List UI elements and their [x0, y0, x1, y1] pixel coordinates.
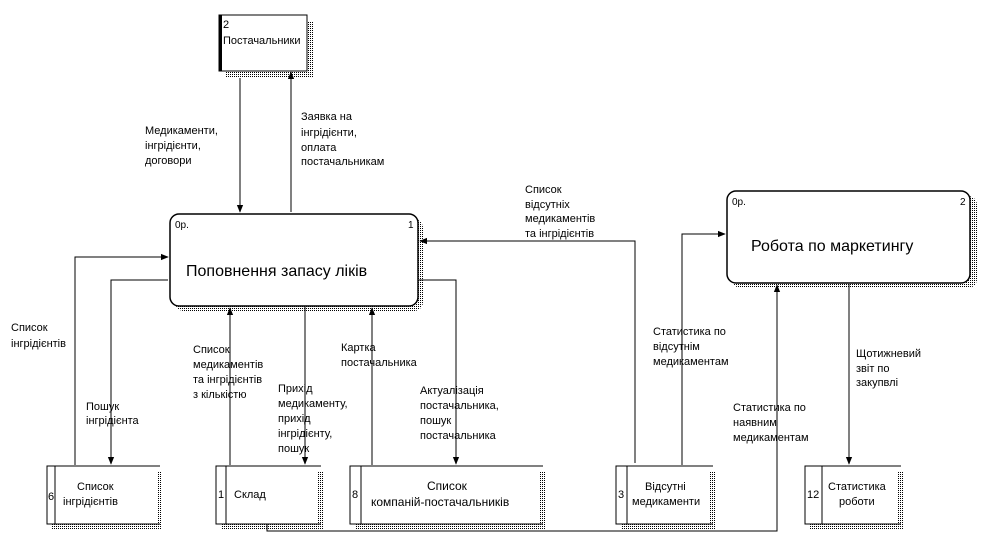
flow-arrow-supplier-update: [419, 279, 460, 465]
flow-arrow-ingredient-search: [107, 279, 168, 465]
data-store-name-line1: Список: [427, 479, 468, 493]
data-store-name-line1: Список: [77, 481, 114, 493]
process-title: Поповнення запасу ліків: [186, 263, 367, 280]
flow-arrow-available-stats: [266, 284, 781, 532]
external-entity-name: Постачальники: [223, 35, 301, 47]
data-store-name-line1: Статистика: [828, 481, 887, 493]
flow-label-supplier-out: Заявка на інгрідієнти, оплата постачальн…: [301, 111, 384, 168]
flow-label-supplier-update: Актуалізація постачальника, пошук постач…: [420, 385, 502, 442]
external-entity-id: 2: [223, 19, 229, 31]
external-entity-suppliers: 2 Постачальники: [218, 14, 313, 77]
flow-arrow-ingredients-list: [74, 253, 169, 465]
data-store-number: 12: [807, 489, 819, 501]
flow-arrow-missing-stats: [681, 230, 726, 465]
flow-label-missing-stats: Статистика по відсутнім медикаментам: [653, 326, 729, 368]
data-store-suppliers-list: 8 Список компаній-постачальників: [349, 465, 545, 529]
data-store-ingredients-list: 6 Список інгрідієнтів: [46, 465, 162, 529]
flow-label-ingredients-list: Список інгрідієнтів: [11, 322, 66, 350]
data-store-number: 8: [352, 489, 358, 501]
process-number: 2: [960, 197, 966, 208]
flow-label-available-stats: Статистика по наявним медикаментам: [733, 402, 809, 444]
data-store-name-line2: роботи: [839, 496, 875, 508]
data-store-name-line1: Відсутні: [645, 481, 686, 493]
flow-arrow-missing-list: [419, 237, 636, 463]
process-title: Робота по маркетингу: [751, 238, 913, 255]
data-store-number: 6: [48, 491, 54, 503]
process-marketing: 0р. 2 Робота по маркетингу: [726, 190, 977, 288]
flow-lines: [74, 71, 853, 532]
flow-label-missing-list: Список відсутніх медикаментів та інгріді…: [525, 184, 598, 240]
data-store-name-line1: Склад: [234, 489, 266, 501]
process-prefix: 0р.: [175, 220, 189, 231]
data-store-missing-drugs: 3 Відсутні медикаменти: [615, 465, 715, 529]
data-store-warehouse: 1 Склад: [215, 465, 323, 529]
process-prefix: 0р.: [732, 197, 746, 208]
process-replenish-stock: 0р. 1 Поповнення запасу ліків: [169, 213, 423, 311]
data-store-name-line2: інгрідієнтів: [63, 496, 118, 508]
flow-label-supplier-card: Картка постачальника: [341, 342, 418, 369]
flow-label-arrival: Прихід медикаменту, приxід інгрідієнту, …: [278, 383, 351, 455]
flow-label-supplier-in: Медикаменти, інгрідієнти, договори: [145, 125, 221, 167]
flow-label-weekly-report: Щотижневий звіт по закупвлі: [856, 348, 924, 389]
data-store-name-line2: компаній-постачальників: [371, 495, 509, 509]
flow-label-ingredient-search: Пошук інгрідієнта: [86, 401, 140, 427]
process-number: 1: [408, 220, 414, 231]
data-store-number: 1: [218, 489, 224, 501]
data-store-name-line2: медикаменти: [632, 496, 700, 508]
data-store-number: 3: [618, 489, 624, 501]
data-store-work-statistics: 12 Статистика роботи: [804, 465, 903, 529]
flow-label-stock-list: Список медикаментів та інгрідієнтів з кі…: [193, 344, 266, 401]
